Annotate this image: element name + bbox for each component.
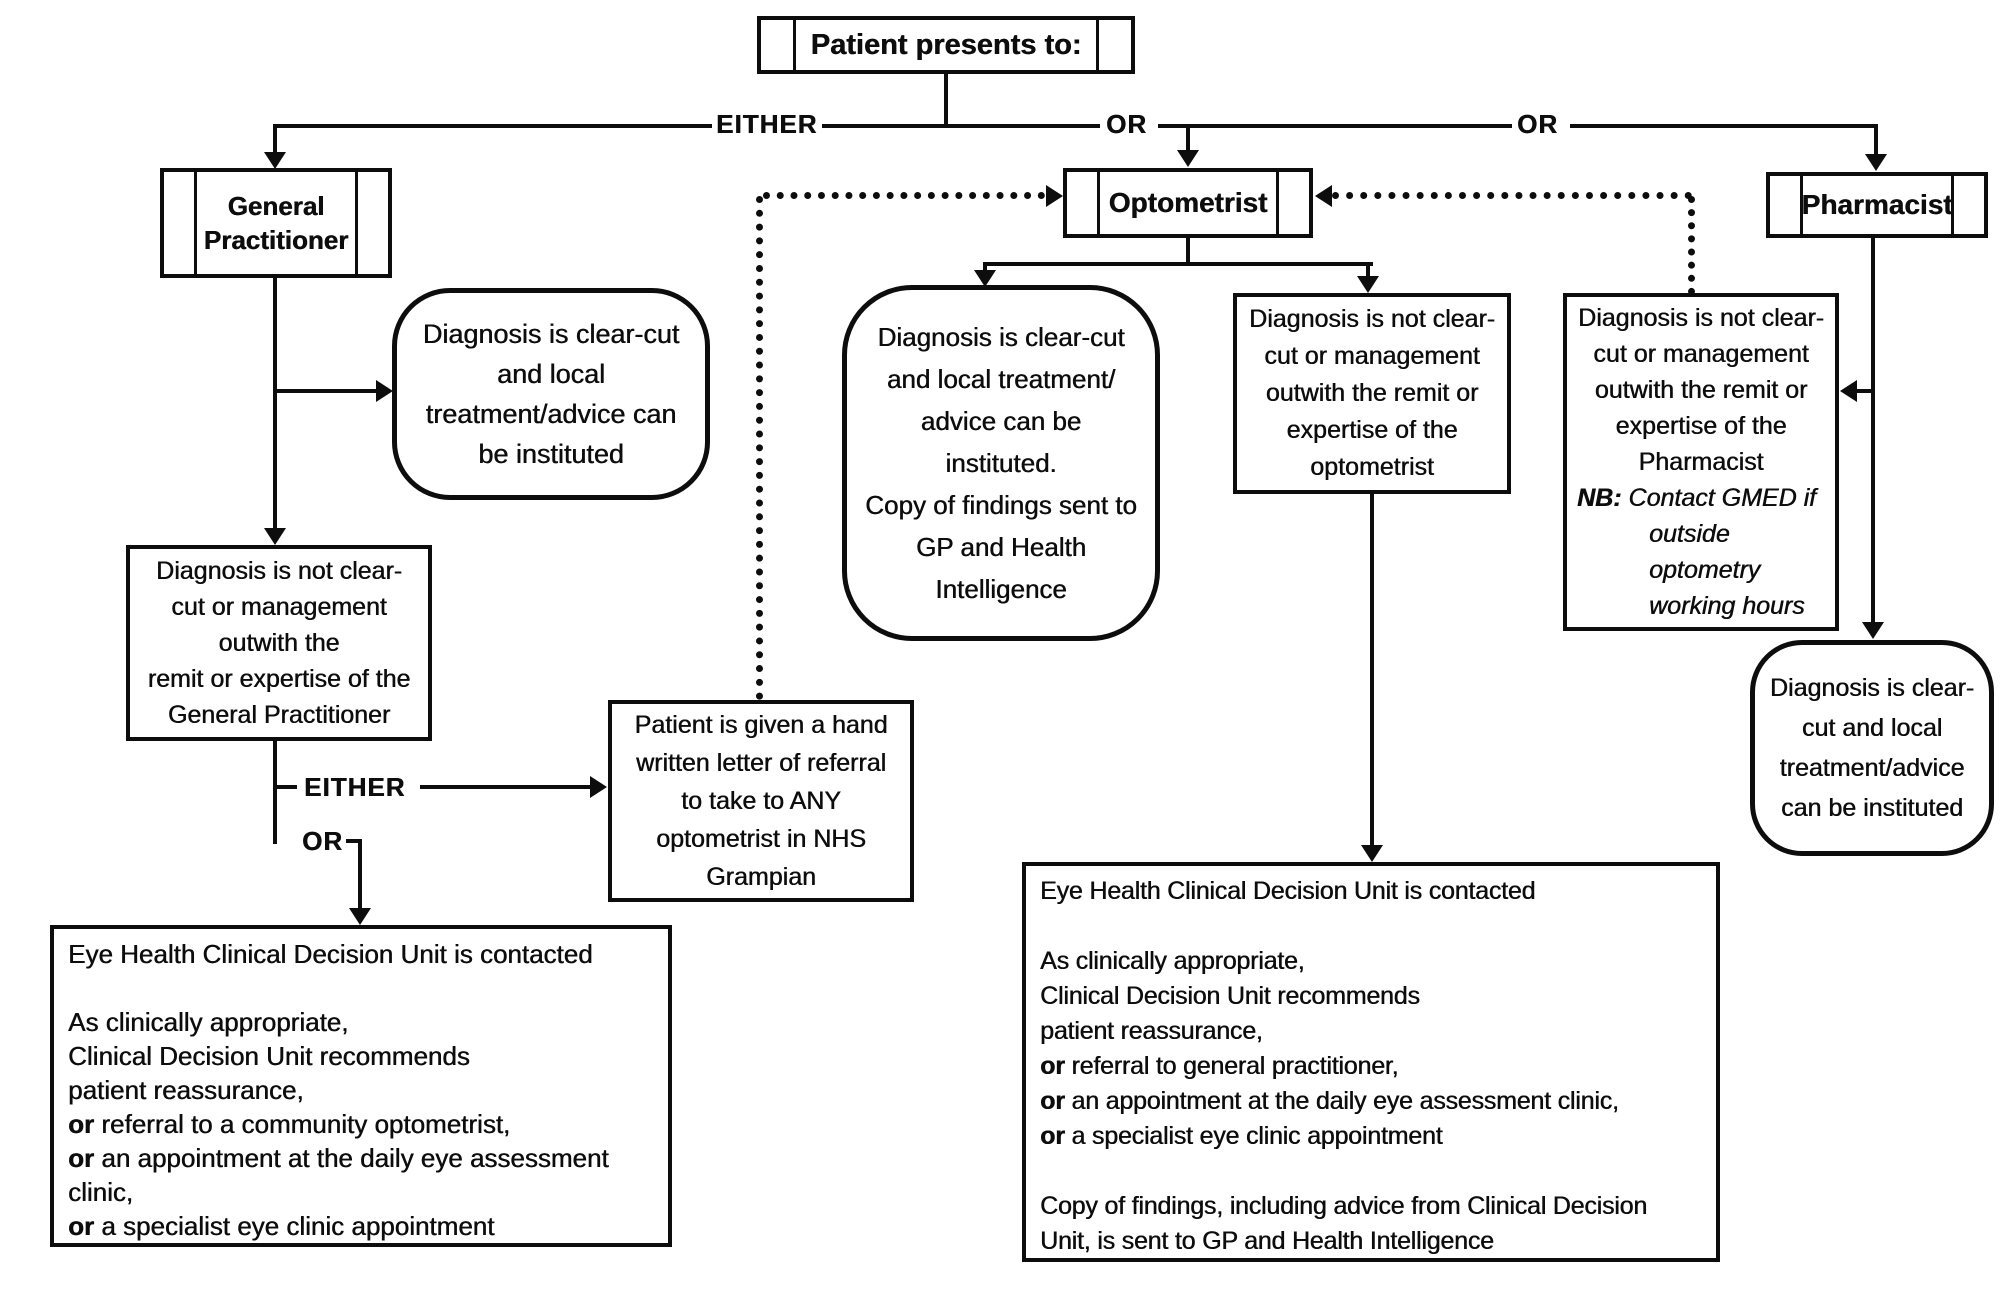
connector-top-line-a <box>275 124 712 128</box>
node-cdu-left: Eye Health Clinical Decision Unit is con… <box>50 925 672 1247</box>
node-pharm-diagnosis-notclear: Diagnosis is not clear-cut or management… <box>1563 293 1839 631</box>
arrow-dotted-into-optometrist-left <box>1046 185 1063 207</box>
arrow-into-pharmacist <box>1865 154 1887 171</box>
connector-top-line-d <box>1570 124 1878 128</box>
node-opt-diagnosis-notclear: Diagnosis is not clear-cut or management… <box>1233 293 1511 494</box>
arrow-into-pharm-notclear <box>1840 380 1857 402</box>
connector-opt-notclear-down <box>1370 493 1374 847</box>
label-either-top: EITHER <box>716 109 818 139</box>
node-patient-presents: Patient presents to: <box>757 16 1135 74</box>
connector-opt-below-v <box>1186 238 1190 266</box>
connector-or-corner-v <box>358 839 362 909</box>
dotted-letter-up <box>756 196 763 700</box>
connector-drop-optometrist <box>1186 124 1190 152</box>
gp-diagnosis-notclear-text: Diagnosis is not clear-cut or management… <box>147 557 411 729</box>
label-or-gp: OR <box>302 826 343 856</box>
arrow-into-opt-clear <box>974 270 996 287</box>
connector-gp-branch-right <box>275 389 379 393</box>
arrow-into-opt-notclear <box>1357 276 1379 293</box>
connector-patient-stub <box>944 74 948 126</box>
connector-or-corner-h <box>346 839 362 843</box>
connector-drop-pharmacist <box>1874 124 1878 156</box>
arrow-into-letter <box>590 776 607 798</box>
dotted-letter-to-optometrist <box>763 192 1045 199</box>
connector-either-tick <box>275 785 297 789</box>
connector-pharm-down <box>1871 238 1875 626</box>
patient-presents-label: Patient presents to: <box>810 28 1082 61</box>
arrow-into-cdu-left <box>349 908 371 925</box>
label-or-top-1: OR <box>1106 109 1147 139</box>
dotted-pharm-to-optometrist <box>1332 192 1692 199</box>
arrow-into-gp <box>264 152 286 169</box>
connector-gp-bracket-v <box>273 740 277 844</box>
optometrist-label: Optometrist <box>1108 187 1268 218</box>
node-cdu-middle: Eye Health Clinical Decision Unit is con… <box>1022 862 1720 1262</box>
connector-either-line <box>420 785 592 789</box>
pharmacist-label: Pharmacist <box>1801 189 1953 220</box>
node-optometrist: Optometrist <box>1063 168 1313 238</box>
cdu-middle-text: Eye Health Clinical Decision Unit is con… <box>1040 877 1647 1255</box>
arrow-into-gp-notclear <box>264 528 286 545</box>
cdu-left-text: Eye Health Clinical Decision Unit is con… <box>68 939 609 1241</box>
connector-top-line-c <box>1158 124 1512 128</box>
arrow-dotted-into-optometrist-right <box>1315 185 1332 207</box>
node-pharmacist: Pharmacist <box>1766 172 1988 238</box>
connector-opt-right-v <box>1366 262 1370 280</box>
label-either-gp: EITHER <box>304 772 406 802</box>
connector-drop-gp <box>273 124 277 154</box>
dotted-pharm-up <box>1688 196 1695 295</box>
node-gp-diagnosis-notclear: Diagnosis is not clear-cut or management… <box>126 545 432 741</box>
arrow-into-gp-clear <box>376 380 393 402</box>
label-or-top-2: OR <box>1517 109 1558 139</box>
connector-opt-left-v <box>983 262 987 274</box>
arrow-into-pharm-clear <box>1862 622 1884 639</box>
arrow-into-cdu-middle <box>1361 845 1383 862</box>
opt-diagnosis-notclear-text: Diagnosis is not clear-cut or management… <box>1249 305 1495 481</box>
connector-opt-below-h <box>983 262 1373 266</box>
connector-gp-down <box>273 278 277 530</box>
connector-top-line-b <box>822 124 1100 128</box>
pharm-diagnosis-notclear-text: Diagnosis is not clear-cut or management… <box>1577 304 1824 620</box>
connector-pharm-branch-left <box>1855 389 1875 393</box>
arrow-into-optometrist <box>1177 150 1199 167</box>
